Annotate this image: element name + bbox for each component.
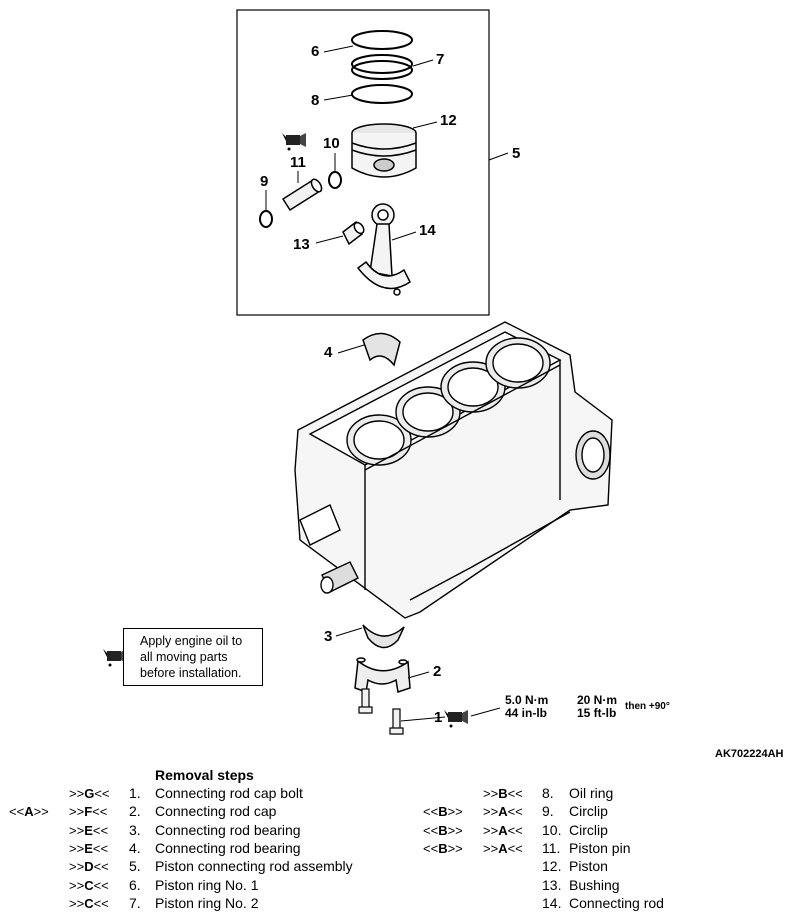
piston-ring-no1 (351, 30, 413, 50)
step-label: Piston connecting rod assembly (155, 858, 353, 875)
step-label: Circlip (569, 803, 608, 820)
step-label: Piston (569, 858, 608, 875)
step-label: Connecting rod bearing (155, 839, 301, 856)
torque-second-nm: 20 N·m (577, 693, 618, 707)
piston-assembly-frame (236, 9, 490, 316)
step-prefix-code: <<A>> (9, 804, 49, 820)
step-label: Oil ring (569, 785, 614, 801)
torque-then-angle: then +90° (625, 701, 670, 712)
callout-12: 12 (440, 112, 457, 129)
callout-13: 13 (293, 236, 310, 253)
circlip-9 (259, 210, 273, 228)
step-code: >>D<< (69, 859, 109, 875)
step-prefix-code: <<B>> (423, 822, 463, 838)
step-number: 8. (542, 785, 554, 801)
step-label: Connecting rod bearing (155, 821, 301, 838)
step-label: Piston pin (569, 839, 631, 856)
piston-ring-no2 (351, 54, 413, 80)
connecting-rod (356, 203, 411, 296)
step-number: 5. (129, 858, 141, 875)
torque-bolt-first: 5.0 N·m 44 in-lb (505, 694, 548, 720)
step-code: >>E<< (69, 822, 109, 838)
step-number: 1. (129, 785, 141, 801)
piston (351, 123, 417, 178)
step-prefix-code: <<B>> (423, 840, 463, 856)
note-line-2: all moving parts (140, 650, 228, 664)
torque-first-inlb: 44 in-lb (505, 706, 548, 720)
step-label: Circlip (569, 821, 608, 838)
callout-7: 7 (436, 51, 445, 68)
step-prefix-code: <<B>> (423, 804, 463, 820)
step-label: Bushing (569, 876, 620, 893)
step-number: 2. (129, 803, 141, 820)
step-number: 7. (129, 894, 141, 911)
callout-4: 4 (324, 344, 333, 361)
step-code: >>A<< (483, 840, 523, 856)
callout-3: 3 (324, 628, 333, 645)
callout-8: 8 (311, 92, 320, 109)
connecting-rod-cap (354, 657, 411, 694)
step-code: >>A<< (483, 822, 523, 838)
step-number: 3. (129, 821, 141, 838)
callout-11: 11 (290, 154, 306, 171)
oil-can-icon-bolt (444, 710, 468, 728)
callout-14: 14 (419, 222, 436, 239)
torque-first-nm: 5.0 N·m (505, 693, 549, 707)
step-number: 14. (542, 894, 562, 911)
step-label: Piston ring No. 2 (155, 894, 259, 911)
callout-5: 5 (512, 145, 521, 162)
leader-lines (265, 45, 509, 722)
oil-ring (351, 84, 413, 104)
step-number: 4. (129, 839, 141, 856)
torque-second-ftlb: 15 ft-lb (577, 706, 617, 720)
oil-can-icon-piston-pin (282, 133, 306, 151)
torque-bolt-second: 20 N·m 15 ft-lb (577, 694, 617, 720)
note-line-1: Apply engine oil to (140, 634, 243, 648)
step-number: 10. (542, 821, 562, 838)
callout-9: 9 (260, 173, 269, 190)
step-number: 12. (542, 858, 562, 875)
bushing (342, 220, 365, 246)
connecting-rod-cap-bolt-a (358, 688, 373, 714)
callout-2: 2 (433, 663, 442, 680)
connecting-rod-bearing-3 (362, 624, 405, 649)
connecting-rod-cap-bolt-b (389, 708, 404, 735)
callout-10: 10 (323, 135, 340, 152)
step-code: >>G<< (69, 786, 110, 801)
connecting-rod-bearing-4 (362, 332, 401, 367)
step-number: 13. (542, 876, 562, 893)
callout-6: 6 (311, 43, 320, 60)
piston-pin (281, 178, 323, 212)
engine-oil-note-box (123, 628, 263, 686)
note-line-3: before installation. (140, 666, 242, 680)
step-label: Connecting rod cap bolt (155, 785, 303, 801)
callout-1: 1 (434, 709, 443, 726)
step-number: 11. (542, 839, 561, 856)
step-code: >>F<< (69, 804, 108, 820)
figure-code: AK702224AH (715, 748, 784, 760)
removal-steps-heading: Removal steps (155, 767, 254, 783)
step-label: Piston ring No. 1 (155, 876, 259, 893)
step-number: 6. (129, 876, 141, 893)
step-code: >>A<< (483, 804, 523, 820)
step-code: >>B<< (483, 786, 523, 801)
step-label: Connecting rod cap (155, 803, 277, 820)
engine-oil-note: Apply engine oil to all moving parts bef… (140, 633, 242, 681)
step-code: >>C<< (69, 895, 109, 911)
step-code: >>E<< (69, 840, 109, 856)
circlip-10 (328, 171, 342, 189)
step-code: >>C<< (69, 877, 109, 893)
cylinder-block (294, 321, 613, 619)
step-number: 9. (542, 803, 554, 820)
step-label: Connecting rod (569, 894, 664, 911)
